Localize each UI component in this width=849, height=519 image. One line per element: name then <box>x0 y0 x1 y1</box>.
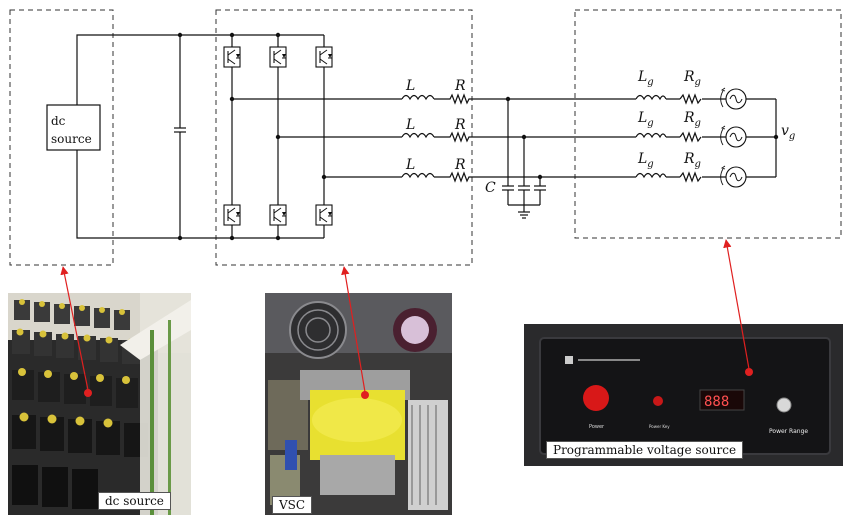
vsc-photo <box>265 293 452 515</box>
pvs-power-label: Power <box>589 424 605 430</box>
igbt-lower-c <box>315 204 333 226</box>
inductor-label: L <box>405 78 415 94</box>
link-arrows <box>60 239 750 393</box>
igbt-upper-a <box>223 46 241 68</box>
grid-resistor-label: Rg <box>683 110 701 129</box>
arrow-pvs <box>723 239 750 370</box>
dc-source-boundary <box>9 9 114 266</box>
pvs-caption: Programmable voltage source <box>546 441 744 459</box>
pvs-display: 888 <box>704 394 729 410</box>
igbt-upper-c <box>315 46 333 68</box>
grid-boundary <box>574 9 842 239</box>
arrow-dc-source <box>60 266 89 391</box>
igbt-upper-b <box>269 46 287 68</box>
dc-source-block: dc source <box>46 34 324 239</box>
dc-box-label-line1: dc <box>51 114 66 128</box>
igbt-lower-b <box>269 204 287 226</box>
grid-resistor-label: Rg <box>683 151 701 170</box>
vsc-caption: VSC <box>272 496 313 514</box>
grid-inductor-label: Lg <box>637 69 654 88</box>
dc-link-capacitor <box>174 32 186 241</box>
resistor-label: R <box>454 117 466 133</box>
inductor-label: L <box>405 117 415 133</box>
dc-source-caption: dc source <box>98 492 171 510</box>
resistor-label: R <box>454 78 466 94</box>
resistor-label: R <box>454 157 466 173</box>
phase-lines <box>232 93 779 183</box>
vsc-boundary <box>215 9 473 266</box>
grid-resistor-label: Rg <box>683 69 701 88</box>
filter-capacitors: C <box>485 96 546 219</box>
grid-sources: vg <box>720 87 795 188</box>
capacitor-label: C <box>485 180 496 196</box>
dc-source-photo <box>8 293 191 515</box>
grid-voltage-label: vg <box>781 123 795 142</box>
pvs-power-range-label: Power Range <box>769 428 808 435</box>
grid-inductor-label: Lg <box>637 110 654 129</box>
grid-impedance: Lg Rg Lg Rg Lg Rg <box>635 69 702 184</box>
pvs-power-key-label: Power Key <box>649 424 670 429</box>
igbt-lower-a <box>223 204 241 226</box>
arrow-vsc <box>341 266 366 393</box>
converter-filter-labels: L R L R L R <box>405 78 466 173</box>
dc-box-label-line2: source <box>51 132 92 146</box>
inductor-label: L <box>405 157 415 173</box>
grid-inductor-label: Lg <box>637 151 654 170</box>
